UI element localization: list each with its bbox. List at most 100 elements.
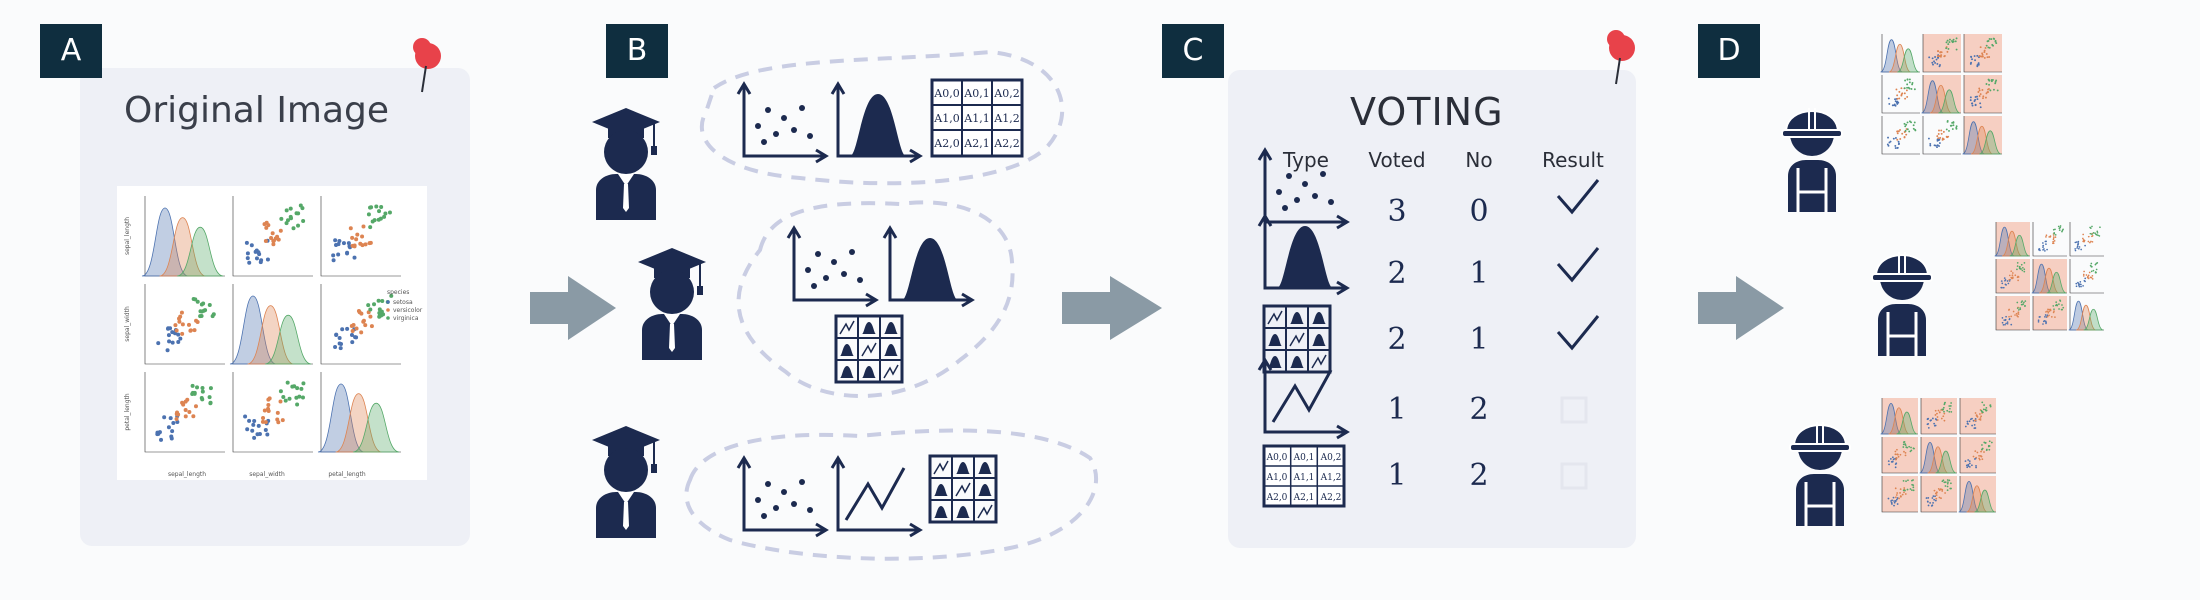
scatter-point — [1898, 497, 1900, 500]
scatter-point — [337, 239, 342, 244]
scatter-point — [2014, 274, 2017, 277]
pairplot-cell — [232, 196, 313, 277]
scatter-point — [190, 390, 195, 395]
scatter-point — [1940, 497, 1942, 500]
scatter-point — [201, 301, 206, 306]
scatter-point — [2094, 232, 2096, 235]
scatter-point — [1938, 496, 1941, 499]
scatter-point — [271, 242, 276, 247]
scatter-point — [1955, 48, 1958, 51]
scatter-point — [1927, 137, 1930, 140]
scatter-point — [1982, 95, 1985, 98]
kde-curve — [1962, 121, 1985, 155]
scatter-point — [1978, 457, 1981, 460]
scatter-point — [2045, 234, 2048, 237]
scatter-point — [263, 428, 268, 433]
cell-axes — [1922, 34, 1961, 73]
scatter-point — [1896, 448, 1898, 451]
scatter-point — [1927, 426, 1930, 429]
engineer-3-icon — [1788, 420, 1852, 528]
scatter-point — [363, 323, 368, 328]
scatter-point — [2096, 231, 2099, 234]
scatter-point — [285, 380, 290, 385]
scatter-point — [2056, 304, 2059, 307]
scatter-point — [1974, 98, 1977, 101]
voting-row-3-no: 1 — [1469, 322, 1489, 357]
scatter-point — [1947, 481, 1949, 484]
scatter-point — [1908, 130, 1911, 133]
scatter-point — [250, 428, 255, 433]
scatter-point — [1933, 424, 1936, 427]
kde-curve — [265, 314, 312, 365]
svg-text:A0,0: A0,0 — [933, 87, 959, 100]
suggested-line-icon — [830, 456, 922, 538]
scatter-point — [1964, 425, 1967, 428]
kde-curve — [2076, 304, 2096, 331]
scatter-point — [1894, 144, 1897, 147]
panel-label-b: B — [606, 24, 668, 78]
scatter-point — [1975, 414, 1978, 417]
kde-curve — [2009, 234, 2030, 257]
voting-row-3-voted: 2 — [1387, 322, 1407, 357]
scatter-point — [276, 237, 281, 242]
scatter-point — [1988, 79, 1991, 82]
scatter-point — [2074, 249, 2077, 252]
kde-curve — [1970, 125, 1993, 155]
kde-curve — [177, 226, 224, 277]
cell-axes — [144, 284, 225, 365]
original-image-title: Original Image — [124, 90, 390, 131]
cell-axes — [320, 284, 401, 365]
scatter-point — [281, 394, 286, 399]
scatter-point — [2091, 233, 2093, 236]
scatter-point — [1930, 505, 1933, 507]
scatter-point — [265, 432, 270, 437]
scatter-point — [2044, 250, 2046, 252]
scatter-point — [1990, 79, 1993, 81]
scatter-point — [376, 298, 381, 303]
scatter-point — [1893, 500, 1895, 502]
scatter-point — [1904, 443, 1907, 445]
scatter-point — [186, 322, 191, 327]
voting-header-type: Type — [1283, 148, 1329, 172]
pairplot-cell — [229, 284, 313, 365]
scatter-point — [363, 242, 368, 247]
scatter-point — [1891, 104, 1894, 107]
scatter-point — [2090, 276, 2093, 279]
scatter-point — [1903, 136, 1906, 139]
scatter-point — [296, 223, 301, 228]
scatter-point — [1912, 447, 1915, 450]
scatter-point — [2099, 226, 2101, 229]
scatter-point — [166, 333, 171, 338]
scatter-point — [1903, 92, 1906, 95]
voting-row-5-voted: 1 — [1387, 458, 1407, 493]
scatter-point — [263, 420, 268, 425]
scatter-point — [1899, 138, 1902, 140]
scatter-point — [1888, 463, 1890, 466]
scatter-point — [283, 398, 288, 403]
scatter-point — [1940, 54, 1943, 57]
scatter-point — [2059, 299, 2061, 302]
scatter-point — [1913, 88, 1916, 91]
scatter-point — [352, 244, 357, 249]
scatter-point — [2052, 242, 2054, 245]
scatter-point — [1939, 64, 1941, 66]
scatter-point — [2095, 262, 2098, 265]
scatter-point — [1992, 44, 1994, 47]
scatter-point — [269, 235, 274, 240]
scatter-point — [1988, 38, 1991, 40]
scatter-point — [1947, 47, 1950, 50]
scatter-point — [162, 415, 167, 420]
scatter-point — [296, 211, 301, 216]
scatter-point — [2024, 305, 2026, 307]
scatter-point — [337, 335, 342, 340]
scatter-point — [2015, 312, 2018, 315]
scatter-point — [1948, 410, 1951, 413]
scatter-point — [361, 224, 366, 229]
cell-axes — [144, 372, 225, 453]
student-2-cloud — [736, 200, 1015, 398]
scatter-point — [1981, 444, 1983, 446]
scatter-point — [2003, 319, 2006, 321]
scatter-point — [1948, 38, 1951, 41]
scatter-point — [369, 205, 374, 210]
scatter-point — [1971, 58, 1973, 61]
